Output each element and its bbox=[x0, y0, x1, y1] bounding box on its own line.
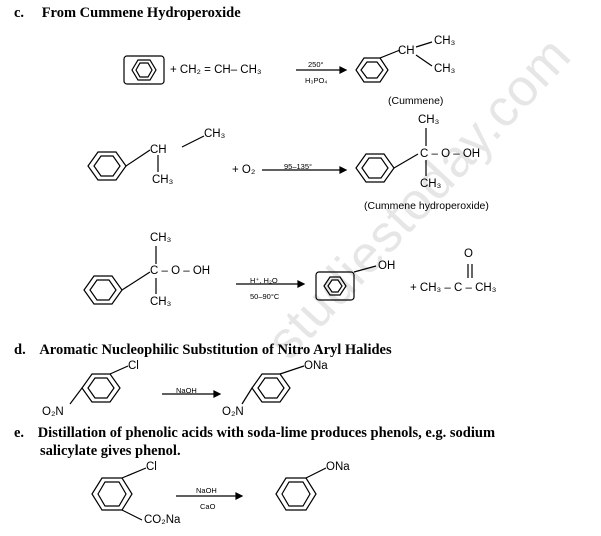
r2-prod-c: C – O – OH bbox=[420, 148, 481, 160]
r3-ch3-top: CH₃ bbox=[150, 232, 172, 244]
r1-cond-bottom: H₃PO₄ bbox=[305, 76, 328, 85]
section-e-line2: salicylate gives phenol. bbox=[40, 443, 181, 459]
hydroperoxide-ring-2 bbox=[355, 128, 427, 183]
r3-ch3-bottom: CH₃ bbox=[150, 296, 172, 308]
r1-prod-ch3-top: CH₃ bbox=[434, 35, 456, 47]
r2-prod-ch3-bottom: CH₃ bbox=[420, 178, 442, 190]
hydroperoxide-ring-3 bbox=[83, 246, 157, 305]
r3-prod-oh: OH bbox=[378, 260, 396, 272]
arrow-1-head bbox=[339, 66, 348, 74]
arrow-2-head bbox=[339, 166, 348, 174]
r4-cl: Cl bbox=[128, 360, 139, 372]
arrow-4-head bbox=[213, 390, 222, 398]
r2-prod-ch3-top: CH₃ bbox=[418, 114, 440, 126]
r2-ch3-top: CH₃ bbox=[204, 128, 226, 140]
r2-ch: CH bbox=[150, 144, 167, 156]
r2-product-name: (Cummene hydroperoxide) bbox=[364, 200, 489, 212]
r2-reagent: + O₂ bbox=[232, 164, 256, 176]
r5-cond-bottom: CaO bbox=[200, 502, 216, 511]
acetone-carbonyl bbox=[467, 264, 473, 278]
r1-reactant: + CH₂ = CH– CH₃ bbox=[170, 64, 262, 76]
r1-product-name: (Cummene) bbox=[388, 95, 444, 107]
benzene-box-1 bbox=[123, 55, 165, 85]
section-e-heading: e. Distillation of phenolic acids with s… bbox=[14, 424, 495, 442]
r5-co2na: CO₂Na bbox=[144, 514, 181, 526]
r5-ona: ONa bbox=[326, 461, 350, 473]
r3-c: C – O – OH bbox=[150, 265, 211, 277]
section-c-letter: c. bbox=[14, 5, 25, 21]
r4-no2: O₂N bbox=[42, 406, 64, 418]
cumene-ring-2 bbox=[87, 135, 205, 181]
nitrophenoxide-ring bbox=[241, 365, 305, 405]
r4-prod-no2: O₂N bbox=[222, 406, 244, 418]
r5-cl: Cl bbox=[146, 461, 157, 473]
section-c-title: From Cummene Hydroperoxide bbox=[41, 5, 241, 21]
r3-cond-top: H⁺, H₂O bbox=[250, 276, 278, 285]
r4-ona: ONa bbox=[304, 360, 328, 372]
r3-acetone-o: O bbox=[464, 248, 473, 260]
chlorobenzoate-ring bbox=[91, 467, 147, 521]
r3-acetone: + CH₃ – C – CH₃ bbox=[410, 282, 497, 294]
r5-cond-top: NaOH bbox=[196, 486, 217, 495]
section-e-letter: e. bbox=[14, 425, 25, 441]
section-e-line1: Distillation of phenolic acids with soda… bbox=[37, 425, 496, 441]
r1-cond-top: 250° bbox=[308, 60, 324, 69]
r1-prod-ch3-bottom: CH₃ bbox=[434, 63, 456, 75]
section-d-letter: d. bbox=[14, 342, 26, 358]
cumene-ring-1 bbox=[355, 41, 433, 83]
arrow-5-head bbox=[235, 492, 244, 500]
r3-cond-bottom: 50–90°C bbox=[250, 292, 280, 301]
chloronitrobenzene-ring bbox=[69, 365, 129, 405]
section-d-title: Aromatic Nucleophilic Substitution of Ni… bbox=[39, 342, 392, 358]
section-c-heading: c. From Cummene Hydroperoxide bbox=[14, 4, 241, 22]
phenoxide-ring-5 bbox=[275, 467, 327, 511]
section-d-heading: d. Aromatic Nucleophilic Substitution of… bbox=[14, 341, 392, 359]
phenol-box-3 bbox=[315, 265, 377, 301]
r1-prod-ch: CH bbox=[398, 45, 415, 57]
arrow-3-head bbox=[297, 280, 306, 288]
r4-cond: NaOH bbox=[176, 386, 197, 395]
r2-ch3-bottom: CH₃ bbox=[152, 174, 174, 186]
r2-cond: 95–135° bbox=[284, 162, 313, 171]
